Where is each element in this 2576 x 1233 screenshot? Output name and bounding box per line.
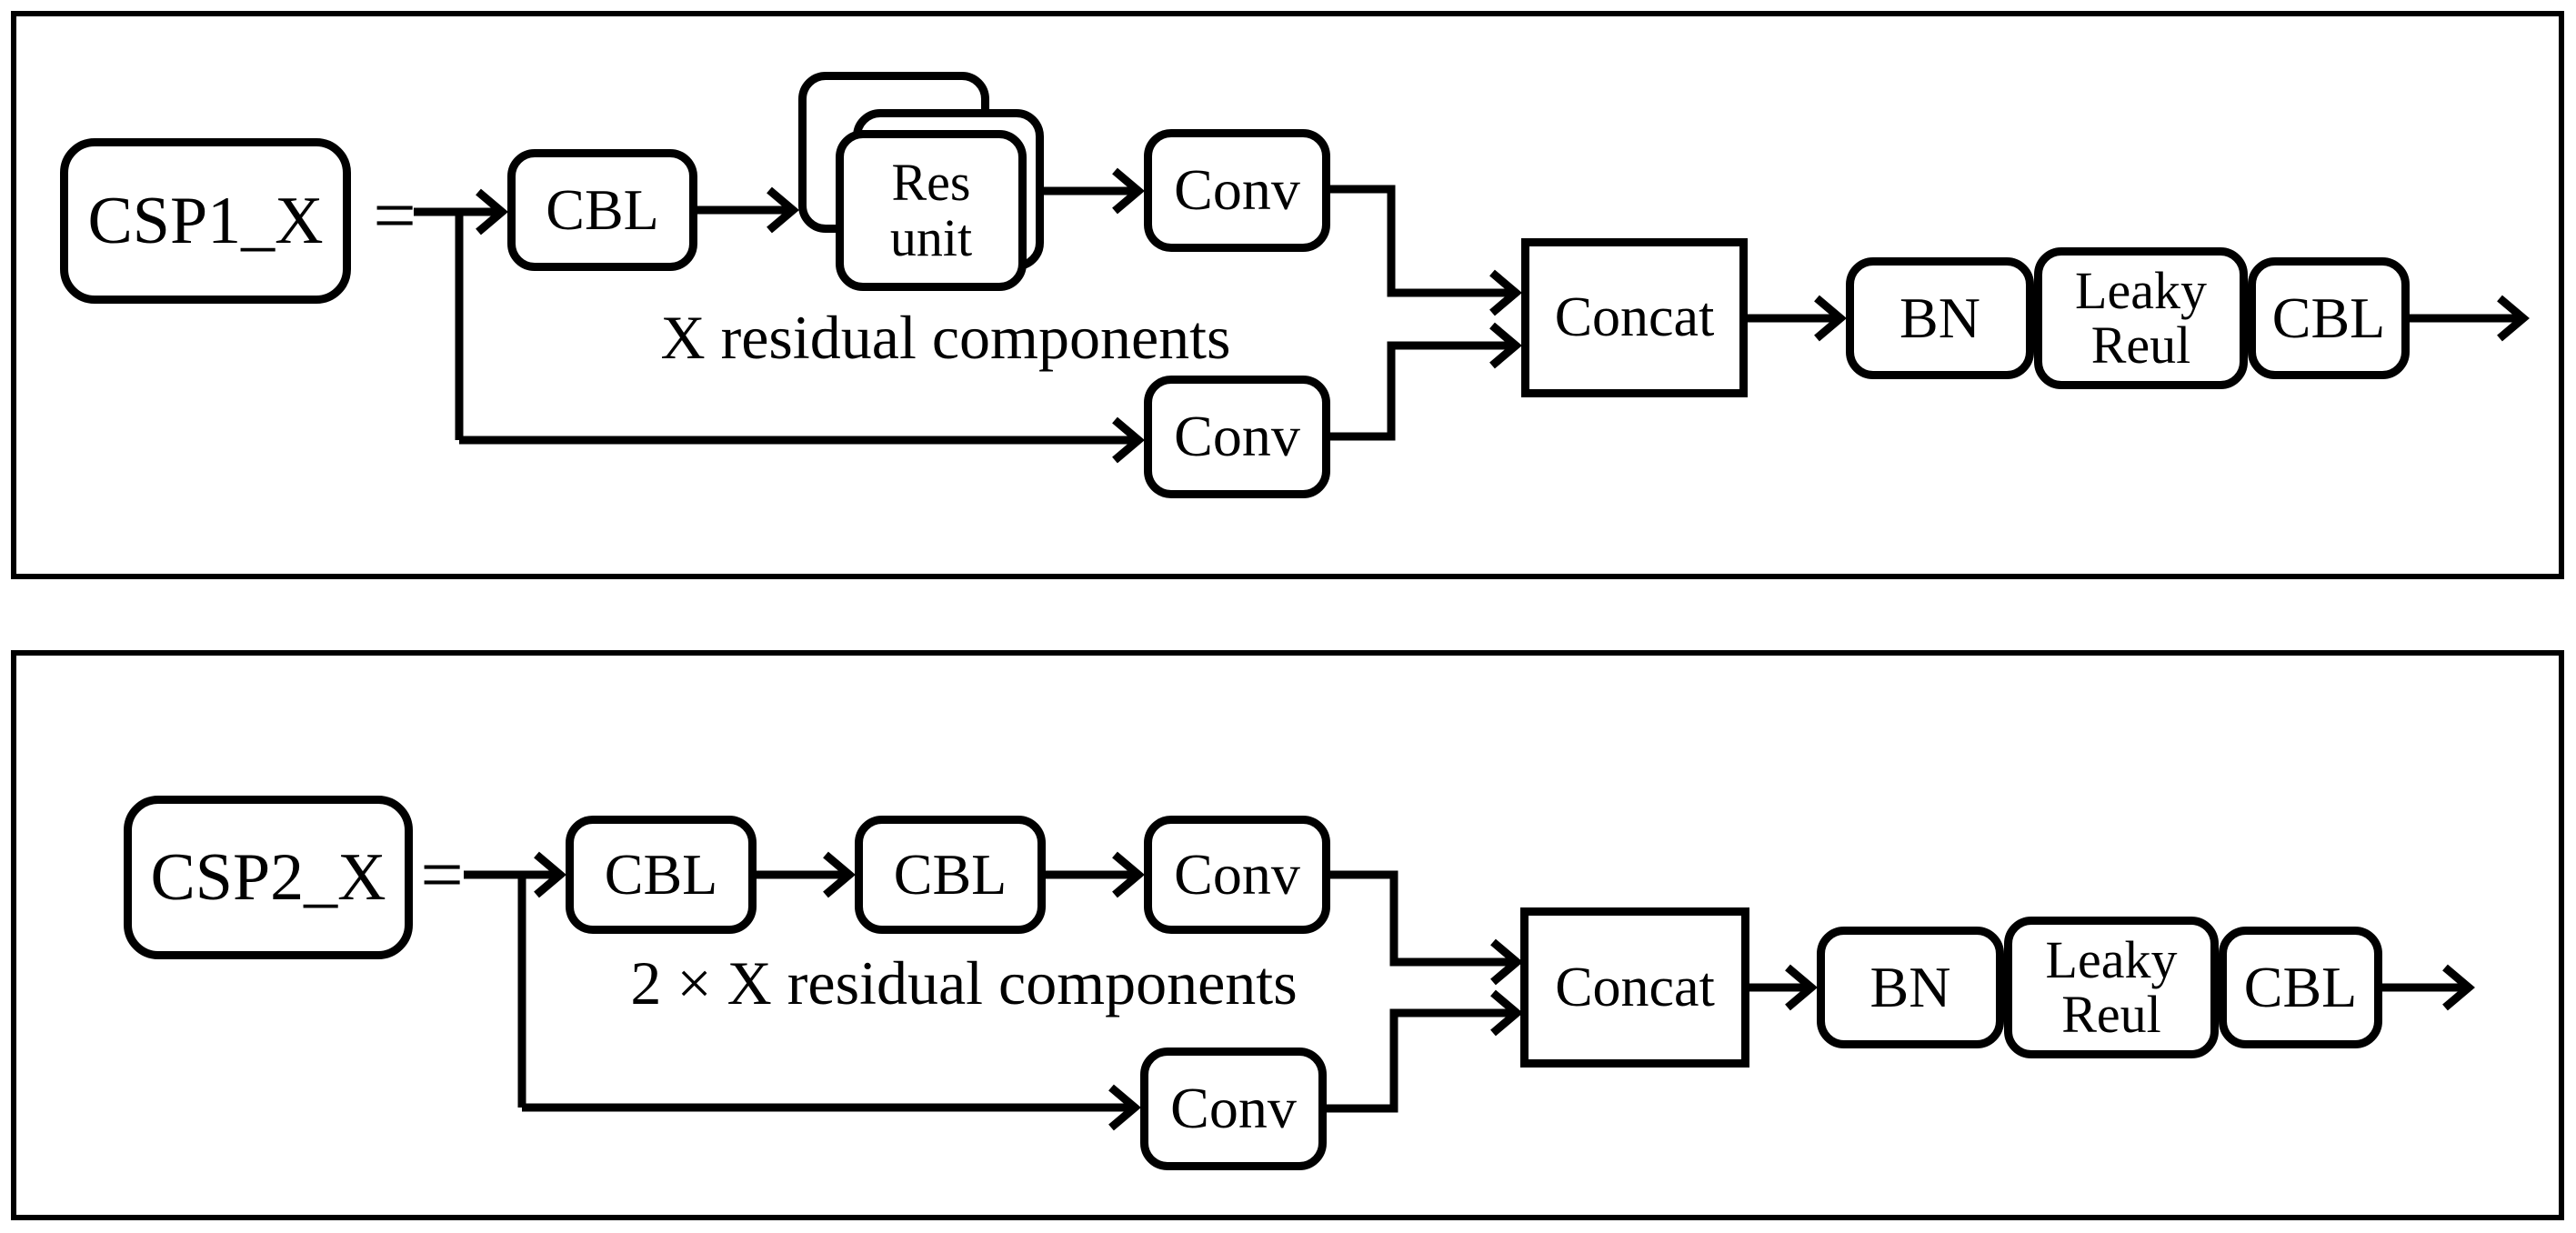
csp1-concat-box: Concat <box>1521 238 1748 397</box>
arrow-head-icon <box>1108 1084 1141 1131</box>
csp1-res-unit-box: Res unit <box>836 130 1027 291</box>
csp1-convbottom-to-concat-line <box>1330 341 1515 441</box>
csp2-convtop-to-concat-line <box>1330 870 1516 967</box>
csp1-equals-sign: = <box>373 173 416 258</box>
arrow-head-icon <box>1112 851 1145 898</box>
csp1-name-box: CSP1_X <box>60 138 351 304</box>
csp2-conv-top-box: Conv <box>1144 816 1330 934</box>
csp1-residual-annotation: X residual components <box>660 303 1231 372</box>
csp2-bn-box: BN <box>1817 927 2004 1048</box>
csp2-panel-frame <box>11 650 2564 1220</box>
arrow-head-icon <box>1785 964 1818 1011</box>
csp1-convtop-to-concat-line <box>1330 185 1515 297</box>
arrow-head-icon <box>1814 295 1847 342</box>
csp2-cbl-out-box: CBL <box>2219 927 2382 1048</box>
csp2-residual-annotation: 2 × X residual components <box>630 948 1298 1017</box>
csp1-panel-frame <box>11 11 2564 579</box>
arrow-head-icon <box>1490 938 1523 986</box>
csp1-leaky-relu-box: Leaky Reul <box>2034 247 2248 389</box>
arrow-head-icon <box>1489 322 1522 369</box>
csp2-name-box: CSP2_X <box>124 796 413 959</box>
csp1-conv-top-box: Conv <box>1144 129 1330 252</box>
csp2-shortcut-branch-line <box>517 875 1134 1112</box>
arrow-head-icon <box>1489 269 1522 316</box>
arrow-head-icon <box>1112 167 1145 215</box>
csp1-shortcut-branch-line <box>455 212 1138 445</box>
arrow-head-icon <box>767 186 799 234</box>
csp1-conv-bottom-box: Conv <box>1144 376 1330 498</box>
csp1-cbl-out-box: CBL <box>2248 257 2410 379</box>
arrow-head-icon <box>1490 989 1523 1037</box>
csp2-equals-sign: = <box>420 832 464 917</box>
csp2-cbl1-box: CBL <box>566 816 757 934</box>
csp1-cbl-box: CBL <box>507 149 697 271</box>
csp2-leaky-relu-box: Leaky Reul <box>2004 917 2219 1058</box>
arrow-head-icon <box>534 851 566 898</box>
arrow-head-icon <box>2442 964 2475 1011</box>
csp2-cbl2-box: CBL <box>855 816 1046 934</box>
csp1-bn-box: BN <box>1846 257 2034 379</box>
csp2-convbottom-to-concat-line <box>1327 1008 1516 1113</box>
arrow-head-icon <box>823 851 856 898</box>
csp2-concat-box: Concat <box>1520 907 1749 1068</box>
arrow-head-icon <box>1112 416 1145 464</box>
arrow-head-icon <box>2497 295 2530 342</box>
arrow-head-icon <box>476 188 508 236</box>
csp2-conv-bottom-box: Conv <box>1140 1048 1327 1170</box>
